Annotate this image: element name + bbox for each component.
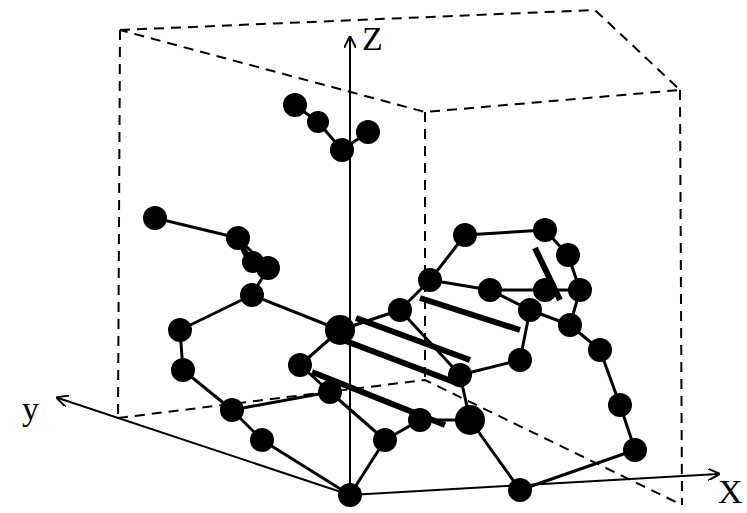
bonds [155, 105, 635, 495]
axis-label: X [718, 475, 743, 509]
atoms [143, 93, 647, 507]
axes [58, 38, 718, 495]
axis-label: Z [362, 22, 383, 56]
axis-label: y [22, 392, 39, 426]
cell-box [118, 10, 682, 505]
